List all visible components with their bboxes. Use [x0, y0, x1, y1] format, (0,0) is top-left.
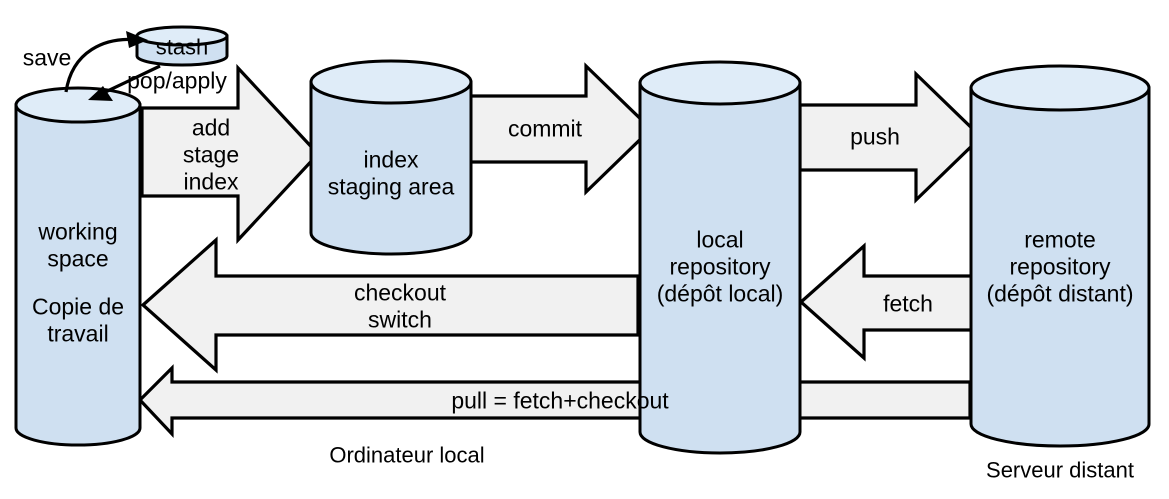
cylinder-remote-repository: [969, 64, 1151, 448]
cylinder-index: [309, 59, 473, 256]
arrow-push: [798, 70, 984, 204]
arrow-pull: [137, 364, 972, 439]
cylinder-working-space: [14, 86, 142, 447]
arrow-commit: [468, 62, 654, 196]
connector-save: [64, 31, 148, 93]
cylinder-stash: [135, 25, 229, 67]
arrow-fetch: [798, 242, 978, 362]
connector-pop-apply: [88, 64, 161, 101]
cylinder-local-repository: [638, 60, 802, 455]
arrow-checkout-switch: [140, 236, 640, 374]
arrow-add-stage-index: [140, 63, 321, 245]
